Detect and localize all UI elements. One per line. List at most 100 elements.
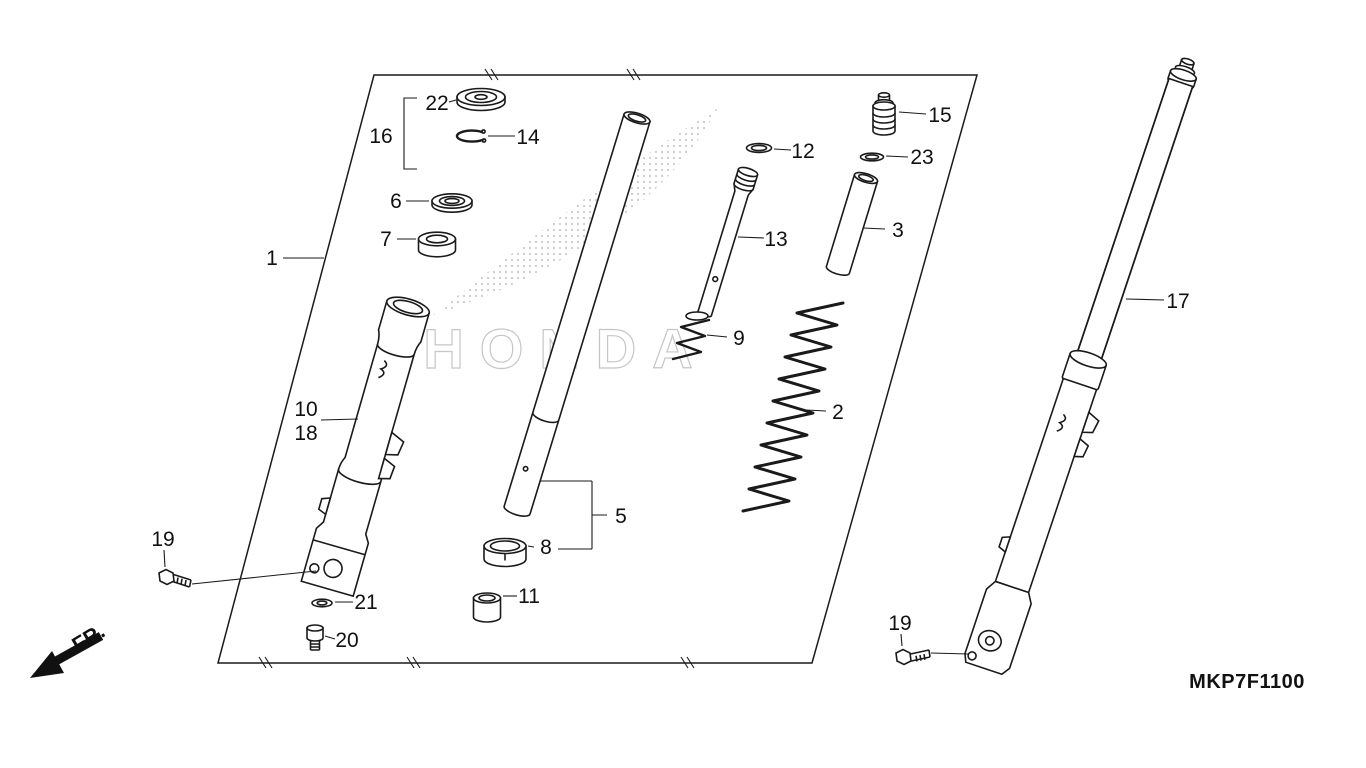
drain-bolt — [306, 624, 324, 651]
ring-inner — [750, 144, 768, 152]
part-callout-18: 18 — [294, 422, 317, 445]
collar-inner-opening — [857, 173, 875, 183]
seal-inner-ring — [438, 195, 466, 207]
bracket-5 — [541, 480, 607, 550]
damper-rod-hole — [712, 275, 719, 283]
leader-20 — [324, 635, 336, 640]
bolt-head-left — [158, 568, 175, 586]
part-callout-22: 22 — [425, 92, 448, 115]
left-fork-outer-tube — [300, 296, 431, 598]
fr-arrow-head — [30, 651, 64, 678]
leader-17 — [1125, 298, 1165, 301]
right-fork-assembly — [964, 57, 1198, 676]
leader-19-right — [900, 633, 969, 655]
seat-ring — [745, 142, 773, 154]
piston-ring-grooves — [733, 173, 757, 192]
part-callout-19-right: 19 — [888, 612, 911, 635]
snap-ring-end — [481, 138, 487, 143]
outer-tube-fill — [994, 377, 1098, 594]
oil-seal — [431, 193, 473, 213]
axle-bracket — [964, 580, 1032, 676]
seal-center — [444, 197, 460, 205]
spring-collar — [825, 171, 879, 277]
collar-body — [825, 173, 879, 277]
leader-3 — [862, 227, 886, 230]
bolt-head-right — [895, 648, 912, 666]
backup-ring-inner — [425, 234, 449, 244]
inner-tube-fill — [1075, 77, 1194, 363]
seal-face — [431, 193, 473, 210]
part-callout-13: 13 — [764, 228, 787, 251]
part-callout-16: 16 — [369, 125, 392, 148]
axle-hole — [323, 558, 343, 579]
fork-pipe — [503, 111, 651, 517]
caliper-lug-upper-right — [1081, 410, 1100, 434]
part-callout-9: 9 — [733, 327, 745, 350]
part-callout-15: 15 — [928, 104, 951, 127]
casting-mark — [378, 359, 388, 379]
cap-center — [474, 93, 488, 101]
part-callout-6: 6 — [390, 190, 402, 213]
fork-pipe-body — [503, 113, 651, 517]
diagram-code: MKP7F1100 — [1189, 671, 1305, 693]
frame-break-tick — [406, 656, 421, 669]
fork-cap-top — [1169, 67, 1198, 82]
fork-pipe-step-line — [532, 412, 560, 424]
fork-pipe-top-opening — [623, 111, 651, 125]
frame-break-tick — [626, 68, 641, 81]
dust-seal-top — [1069, 349, 1108, 369]
frame-break-tick — [258, 656, 273, 669]
rebound-spring-coil — [671, 318, 711, 361]
part-callout-17: 17 — [1166, 290, 1189, 313]
part-callout-20: 20 — [335, 629, 358, 652]
fork-cap-assembly — [872, 92, 896, 136]
washer21-outer — [311, 598, 333, 608]
part-callout-5: 5 — [615, 505, 627, 528]
bolt-shaft-left — [172, 573, 192, 588]
leader-22 — [448, 99, 457, 103]
part-callout-2: 2 — [832, 401, 844, 424]
leader-13 — [737, 236, 765, 239]
frame-break-tick — [484, 68, 499, 81]
part-callouts: 1 22 16 14 6 7 12 15 23 13 3 9 2 10 18 5… — [151, 92, 1189, 652]
leader-2 — [805, 409, 827, 412]
fork-cap-knob — [1180, 57, 1195, 66]
axle-pinch-bolt-left — [158, 568, 192, 588]
fork-pipe-oil-hole — [522, 465, 529, 472]
pinch-bolt-boss — [309, 563, 320, 574]
side-boss-right-fork — [998, 536, 1012, 554]
part-callout-14: 14 — [516, 126, 540, 149]
outer-tube-body — [300, 299, 431, 598]
drain-bolt-head-top — [306, 624, 324, 632]
leader-10-18 — [320, 418, 359, 421]
leader-9 — [706, 334, 728, 338]
cap-stem-top — [877, 92, 891, 99]
bottom-collar — [472, 592, 502, 623]
diagram-frame — [217, 68, 978, 669]
side-boss — [317, 497, 332, 516]
inner-tube-sides — [1076, 78, 1194, 362]
collar11-wall — [472, 597, 502, 623]
caliper-lug-lower — [377, 456, 396, 480]
cap-body-top — [872, 101, 896, 111]
fork-bolt-cap — [456, 87, 506, 112]
bushing-inner — [489, 540, 521, 552]
snap-ring-end — [481, 129, 486, 134]
cap-washer — [859, 152, 885, 162]
frame-parallelogram — [217, 74, 978, 664]
sealing-washer — [311, 598, 333, 608]
snap-ring-arc — [455, 129, 484, 143]
bolt-shaft-right — [910, 649, 931, 662]
spring-seat-ring — [685, 311, 709, 321]
front-direction-indicator: FR. — [30, 620, 109, 678]
part-callout-21: 21 — [354, 591, 377, 614]
leader-23 — [885, 155, 909, 158]
guide-bushing — [483, 537, 527, 568]
fork-cap-knob-sides — [1178, 59, 1195, 70]
leader-12 — [773, 148, 792, 151]
part-callout-7: 7 — [380, 228, 392, 251]
cap-inner-ring — [464, 90, 498, 104]
washer-inner — [864, 154, 880, 160]
fork-spring — [741, 301, 845, 513]
